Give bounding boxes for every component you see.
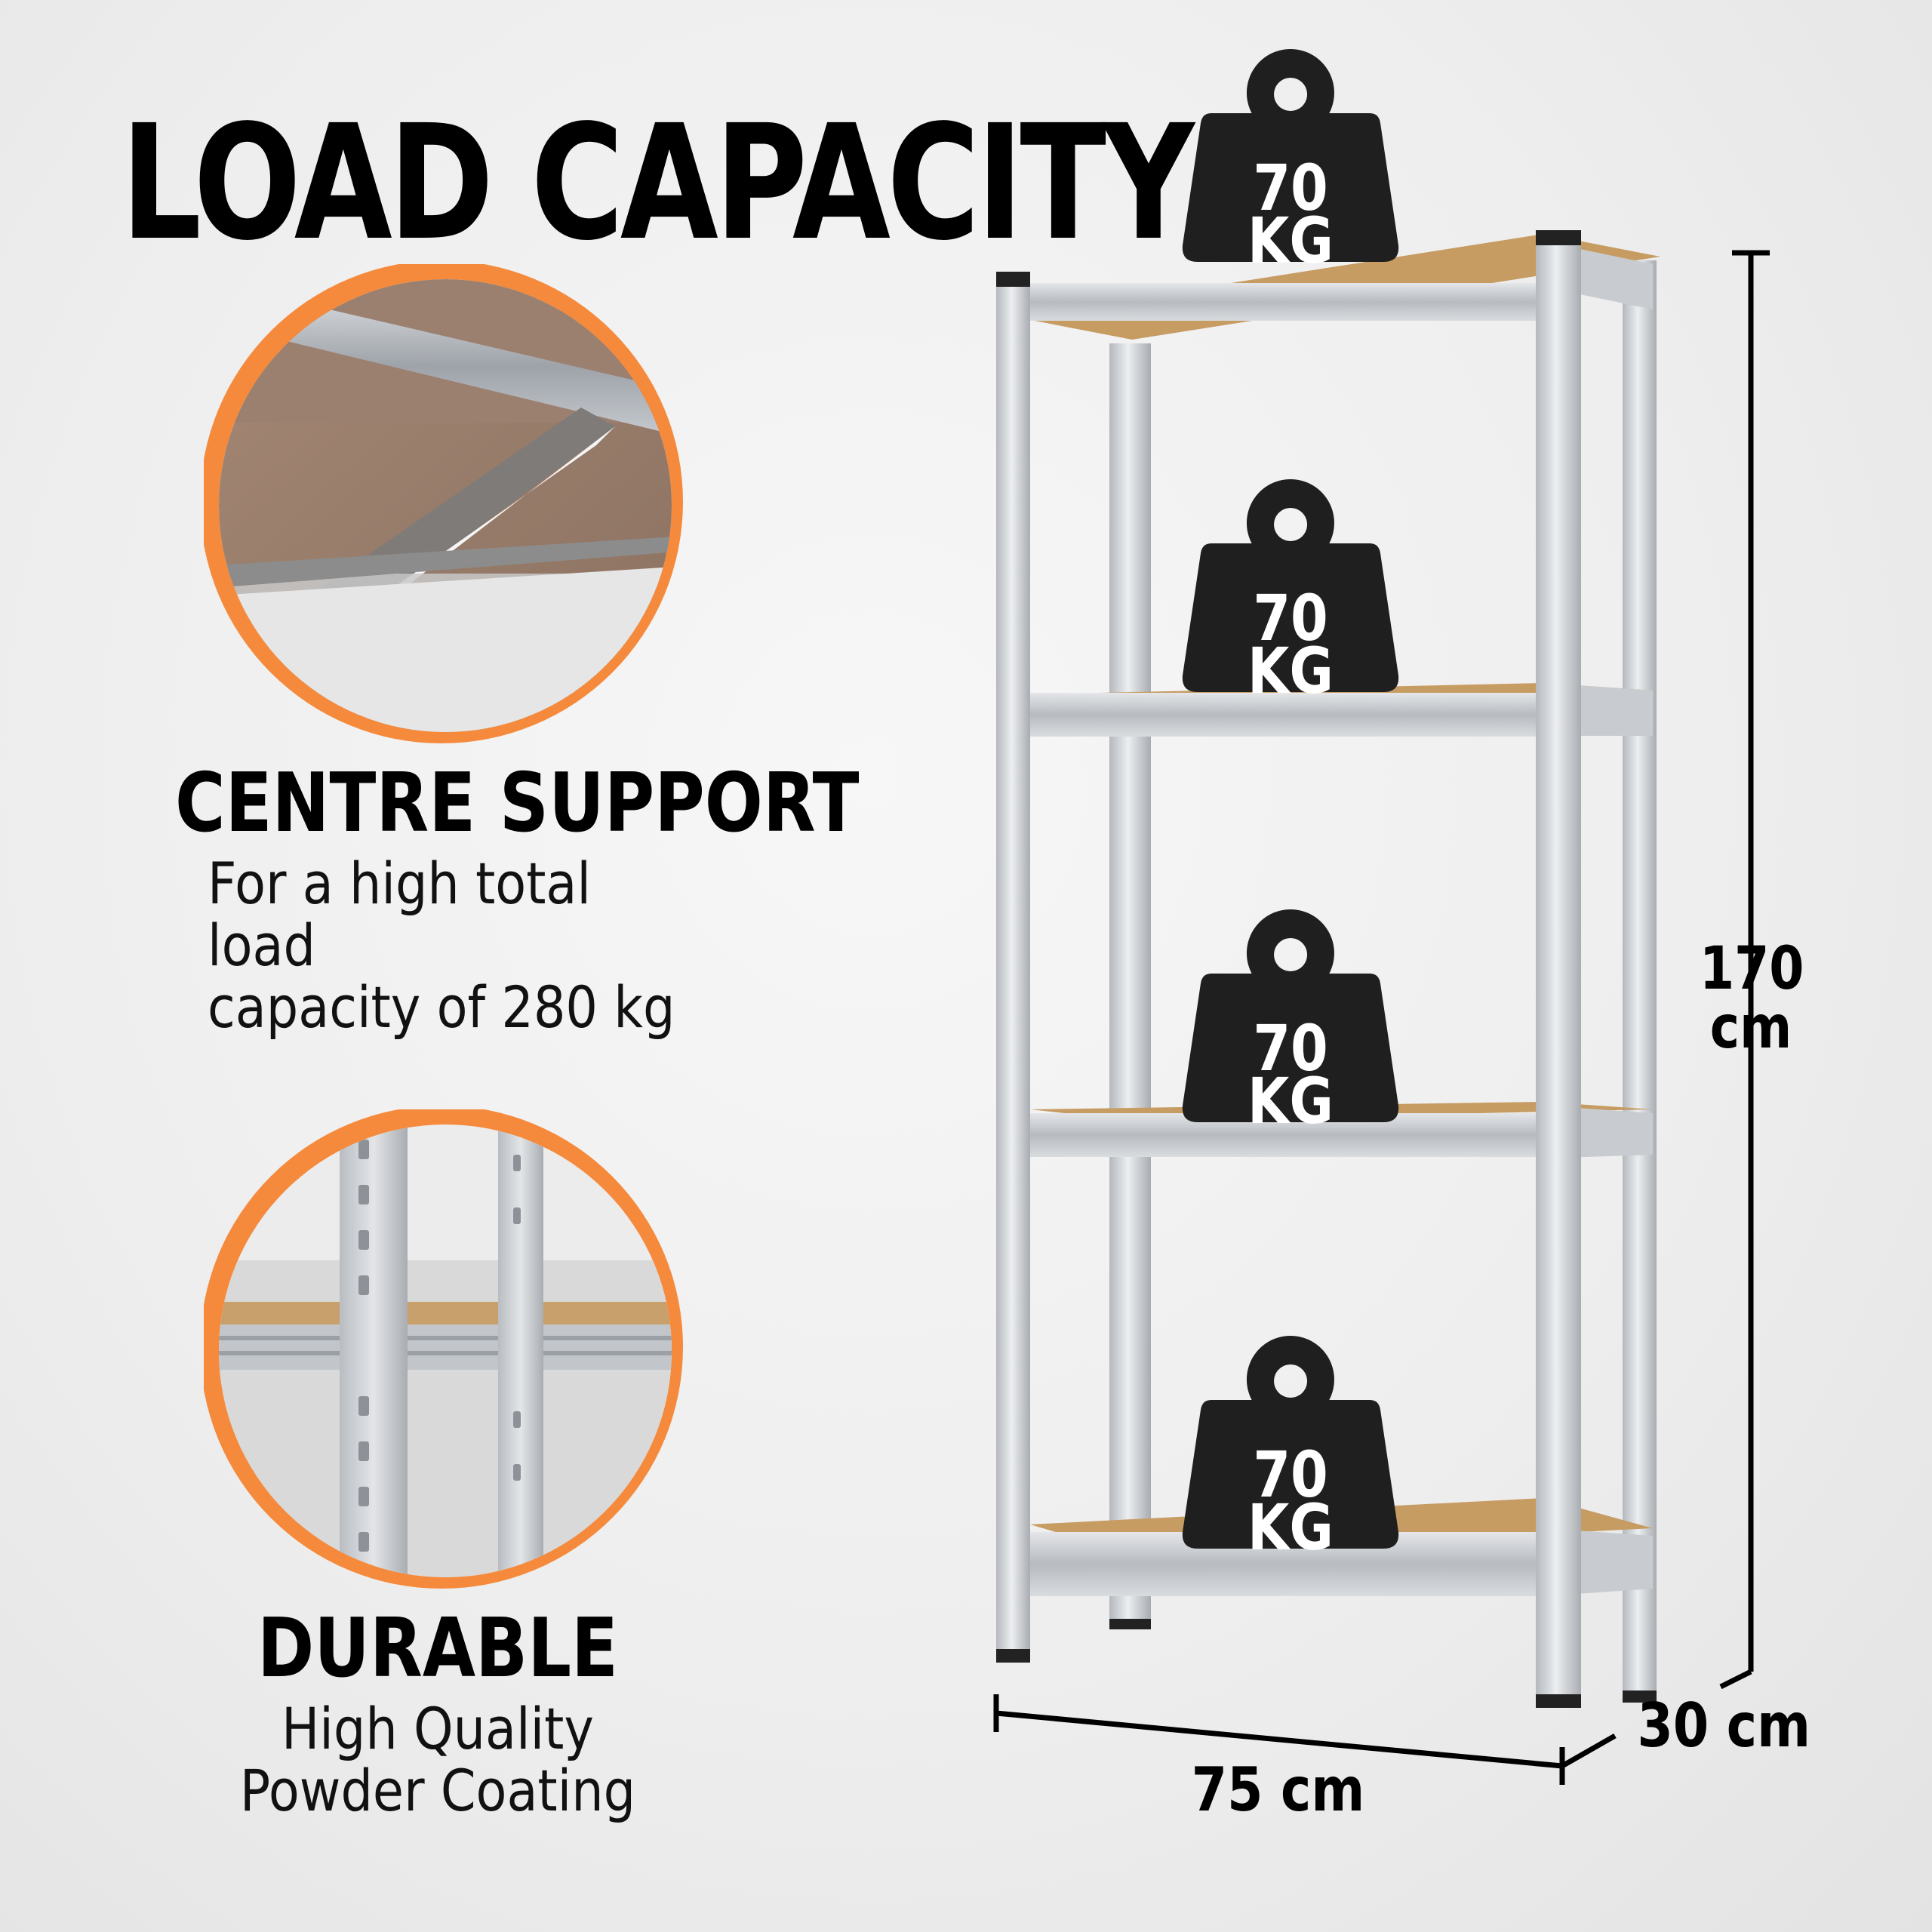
- feature-title-durable: DURABLE: [257, 1601, 618, 1696]
- durable-detail-image: [204, 1109, 687, 1592]
- weight-badge: 70 KG: [1181, 902, 1400, 1133]
- weight-unit: KG: [1247, 634, 1334, 708]
- weight-unit: KG: [1247, 1064, 1334, 1138]
- weight-value: 70: [1253, 1438, 1328, 1512]
- dimension-height-unit: cm: [1709, 994, 1792, 1062]
- dimension-height-value: 170: [1700, 935, 1804, 1003]
- feature-desc-line: Powder Coating: [239, 1757, 636, 1825]
- shelving-unit-image: [936, 0, 1932, 1932]
- weight-badge: 70 KG: [1181, 1328, 1400, 1564]
- weight-unit: KG: [1247, 1491, 1334, 1564]
- dimension-width-label: 75 cm: [1191, 1755, 1365, 1825]
- weight-value: 70: [1253, 581, 1328, 655]
- dimension-height-label: 170 cm: [1700, 940, 1804, 1057]
- weight-icon: [1182, 1336, 1399, 1549]
- dimension-depth-label: 30 cm: [1637, 1690, 1810, 1761]
- weight-value: 70: [1253, 1011, 1328, 1085]
- weight-icon: [1182, 909, 1399, 1122]
- shelf-level-1: [1015, 234, 1660, 340]
- weight-badge: 70 KG: [1181, 472, 1400, 703]
- weight-icon: [1182, 479, 1399, 692]
- feature-desc-line: High Quality: [281, 1695, 594, 1762]
- feature-title-centre-support: CENTRE SUPPORT: [175, 756, 860, 851]
- feature-desc-line: For a high total load: [208, 850, 592, 980]
- feature-desc-line: capacity of 280 kg: [208, 974, 675, 1041]
- page-title: LOAD CAPACITY: [121, 91, 1195, 275]
- weight-badge: 70 KG: [1181, 42, 1400, 272]
- feature-desc-centre-support: For a high total load capacity of 280 kg: [208, 850, 712, 1041]
- weight-unit: KG: [1247, 204, 1334, 278]
- weight-value: 70: [1253, 151, 1328, 225]
- weight-icon: [1182, 49, 1399, 262]
- feature-desc-durable: High Quality Powder Coating: [179, 1695, 697, 1825]
- centre-support-detail-image: [204, 264, 687, 747]
